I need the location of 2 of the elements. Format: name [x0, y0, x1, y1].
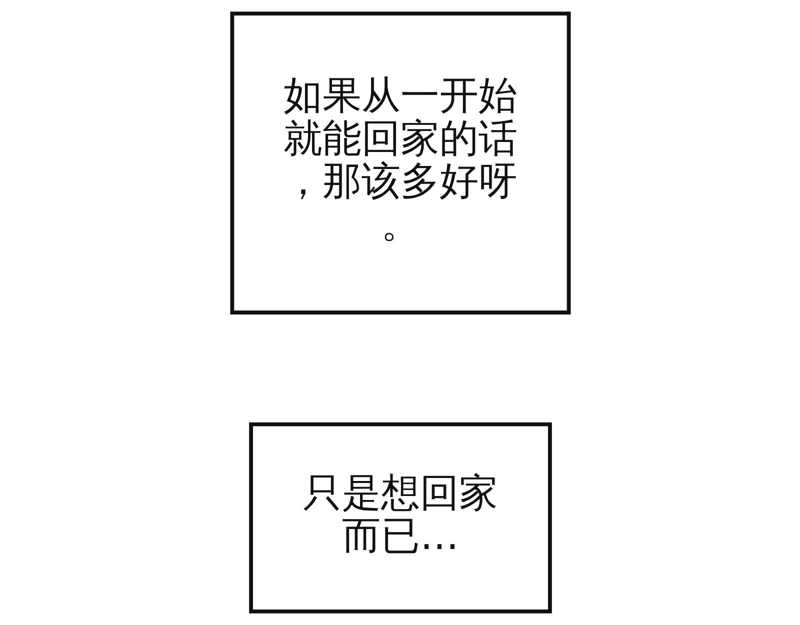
node-box: 如果从一开始就能回家的话，那该多好呀。 [230, 12, 570, 314]
node-box: 只是想回家而已… [248, 422, 552, 614]
